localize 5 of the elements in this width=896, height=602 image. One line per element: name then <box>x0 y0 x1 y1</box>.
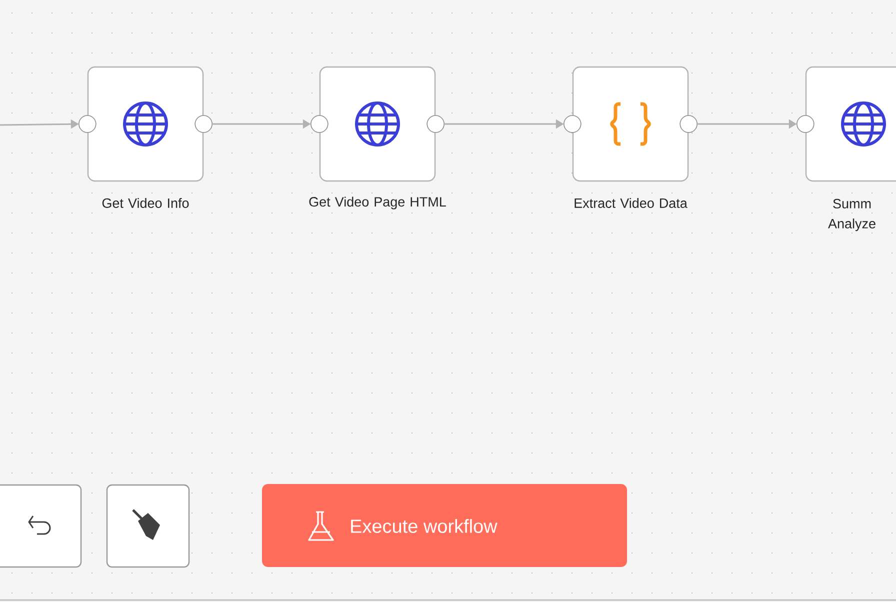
node-label: Get Video Page HTML <box>309 196 446 210</box>
node-label: Get Video Info <box>102 198 189 208</box>
node-label: Summ Analyze <box>828 198 876 232</box>
execute-button: Execute workflow <box>262 484 627 567</box>
node-label: Extract Video Data <box>574 198 688 208</box>
